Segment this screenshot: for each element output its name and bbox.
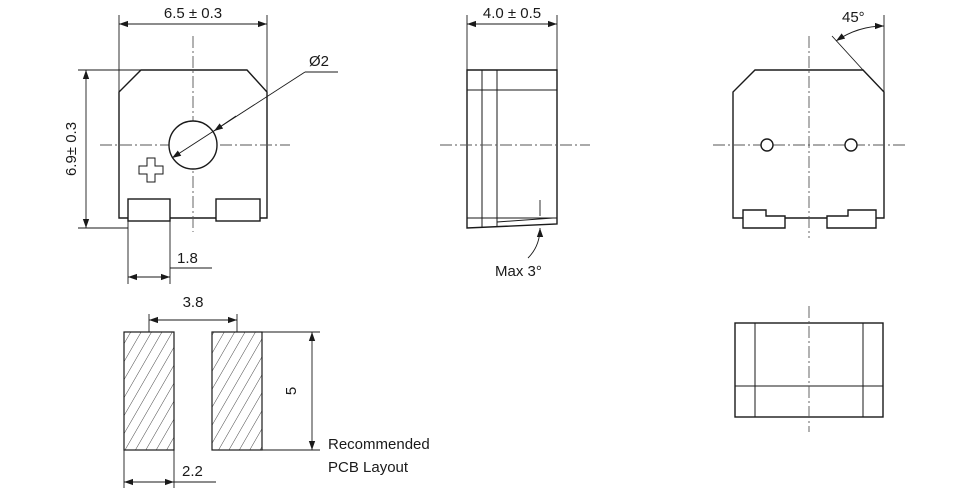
pad-dimension-label: 1.8 xyxy=(177,250,198,267)
diameter-leader xyxy=(171,71,306,159)
side-tilt-line xyxy=(496,217,554,223)
side-body-outline xyxy=(466,69,558,229)
pcb-note-line-1: Recommended xyxy=(328,436,430,453)
back-left-hole xyxy=(760,138,774,152)
side-view: 4.0 ± 0.5 Max 3° xyxy=(440,5,590,280)
bottom-view xyxy=(734,306,884,432)
front-right-pad xyxy=(215,198,261,222)
front-left-pad xyxy=(127,198,171,222)
back-right-terminal xyxy=(826,209,877,229)
diameter-label: Ø2 xyxy=(309,53,329,70)
width-dimension-label: 6.5 ± 0.3 xyxy=(164,5,222,22)
back-right-hole xyxy=(844,138,858,152)
diameter-leader-arrow2 xyxy=(213,115,237,132)
chamfer-extension-diagonal xyxy=(831,35,864,71)
max-angle-leader xyxy=(527,227,544,259)
pcb-pitch-label: 3.8 xyxy=(183,294,204,311)
front-view: 6.5 ± 0.3 6.9± 0.3 Ø2 1.8 xyxy=(63,5,338,284)
sound-hole-circle xyxy=(168,120,218,170)
pcb-height-label: 5 xyxy=(283,387,300,395)
back-view: 45° xyxy=(713,9,905,238)
chamfer-angle-label: 45° xyxy=(842,9,865,26)
pcb-note-line-2: PCB Layout xyxy=(328,459,409,476)
pcb-left-pad xyxy=(123,331,175,451)
back-body-outline xyxy=(732,69,885,219)
max-angle-label: Max 3° xyxy=(495,263,542,280)
back-left-terminal xyxy=(742,209,786,229)
side-width-label: 4.0 ± 0.5 xyxy=(483,5,541,22)
pcb-width-label: 2.2 xyxy=(182,463,203,480)
height-dimension-label: 6.9± 0.3 xyxy=(63,122,80,176)
pcb-layout: 3.8 5 2.2 Recommended PCB Layout xyxy=(123,294,430,488)
chamfer-angle-arc xyxy=(835,22,885,42)
polarity-plus-icon xyxy=(138,157,164,183)
pcb-right-pad xyxy=(211,331,263,451)
